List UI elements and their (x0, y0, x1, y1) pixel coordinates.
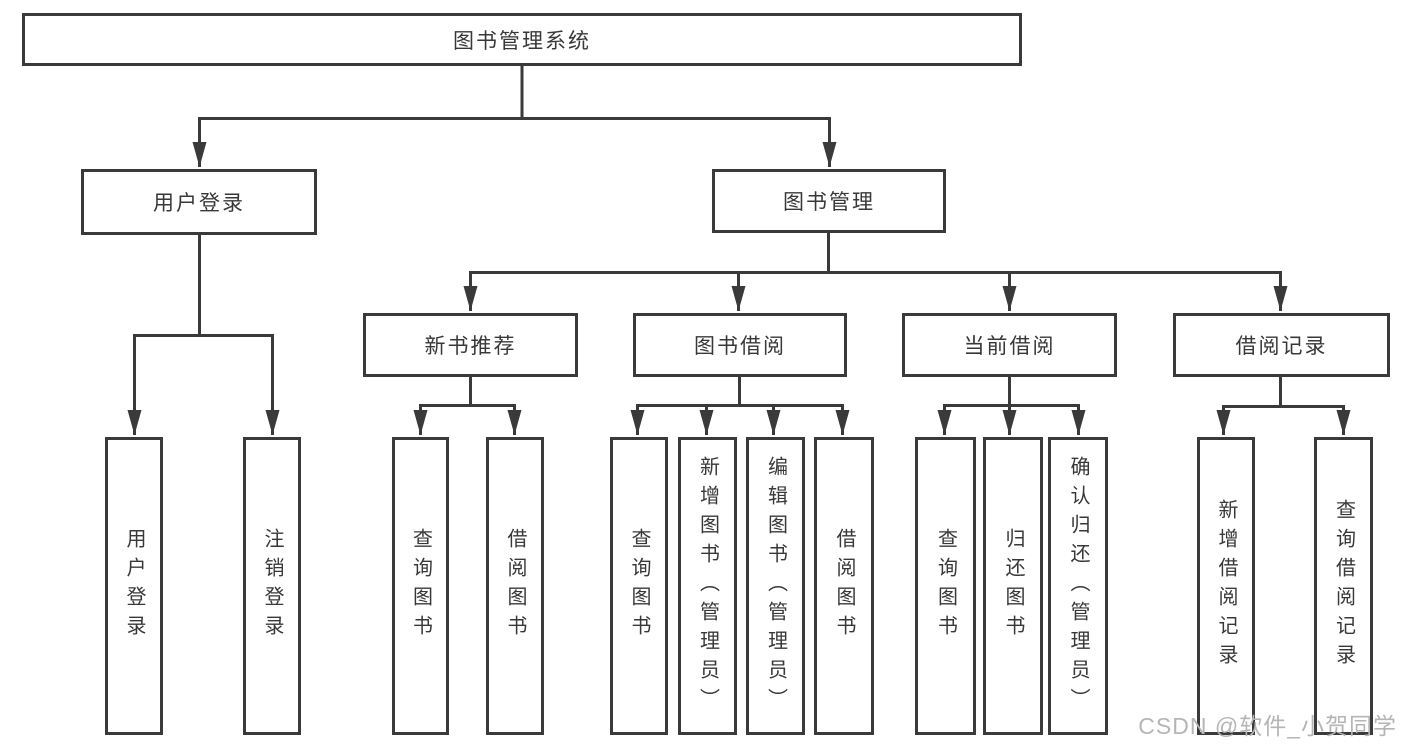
leaf-user-login: 用户登录 (105, 437, 163, 735)
node-borrow-record: 借阅记录 (1173, 313, 1390, 377)
leaf-record-query: 查询借阅记录 (1314, 437, 1373, 735)
leaf-record-add: 新增借阅记录 (1197, 437, 1255, 735)
leaf-logout: 注销登录 (243, 437, 301, 735)
leaf-rec-borrow-books: 借阅图书 (486, 437, 544, 735)
node-current-borrow: 当前借阅 (902, 313, 1117, 377)
connector-book-mgmt-branch (463, 271, 1288, 311)
watermark: CSDN @软件_小贺同学 (1138, 713, 1397, 739)
connector-user-login-branch (127, 334, 280, 435)
connector-root-branch (192, 117, 837, 167)
leaf-current-query-books: 查询图书 (915, 437, 976, 735)
connector-record-branch (1216, 405, 1351, 435)
node-new-book-rec: 新书推荐 (363, 313, 578, 377)
connector-current-branch (937, 404, 1086, 435)
leaf-borrow-query-books: 查询图书 (610, 437, 668, 735)
connector-new-rec-branch (413, 404, 522, 435)
leaf-borrow-edit-books-admin: 编辑图书（管理员） (746, 437, 805, 735)
node-book-mgmt: 图书管理 (712, 169, 946, 233)
leaf-borrow-borrow-books: 借阅图书 (814, 437, 874, 735)
leaf-rec-query-books: 查询图书 (392, 437, 449, 735)
leaf-current-confirm-return-admin: 确认归还（管理员） (1048, 437, 1108, 735)
node-root: 图书管理系统 (22, 13, 1022, 66)
connector-borrow-branch (630, 404, 850, 435)
node-book-borrow: 图书借阅 (633, 313, 847, 377)
leaf-current-return-books: 归还图书 (983, 437, 1043, 735)
leaf-borrow-add-books-admin: 新增图书（管理员） (678, 437, 737, 735)
node-user-login: 用户登录 (81, 169, 317, 235)
